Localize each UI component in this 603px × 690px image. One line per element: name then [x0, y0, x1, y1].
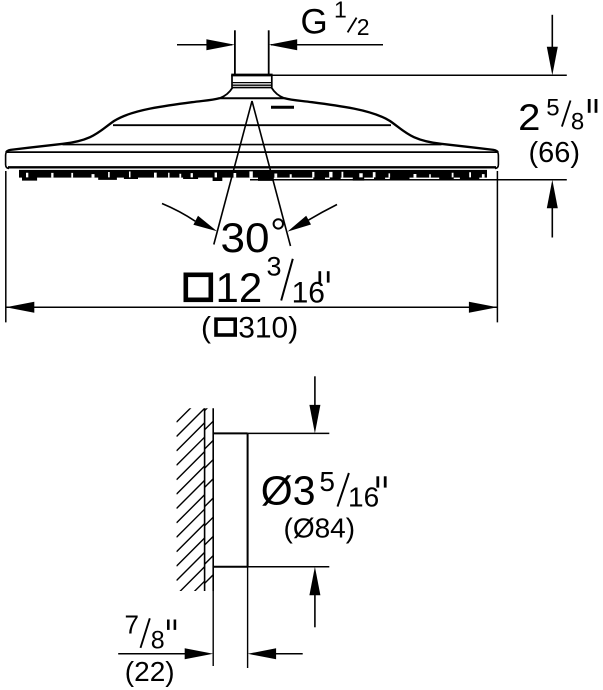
svg-text:(22): (22) [125, 656, 175, 687]
svg-text:2: 2 [518, 97, 540, 138]
svg-text:30: 30 [221, 214, 270, 261]
svg-text:(Ø84): (Ø84) [284, 512, 356, 543]
svg-text:G: G [301, 3, 328, 42]
svg-text:310): 310) [238, 311, 298, 344]
svg-text:16: 16 [348, 481, 379, 512]
svg-text:3: 3 [267, 251, 282, 281]
svg-text:Ø3: Ø3 [261, 468, 316, 514]
svg-text:8: 8 [571, 108, 584, 135]
svg-text:7: 7 [125, 609, 139, 639]
svg-text:8: 8 [151, 626, 165, 654]
svg-text:5: 5 [319, 466, 335, 497]
svg-text:12: 12 [216, 264, 263, 311]
svg-text:(66): (66) [529, 137, 581, 169]
svg-text:1: 1 [334, 0, 347, 23]
svg-text:5: 5 [546, 95, 559, 122]
svg-text:(: ( [201, 311, 211, 344]
svg-text:2: 2 [357, 14, 370, 40]
